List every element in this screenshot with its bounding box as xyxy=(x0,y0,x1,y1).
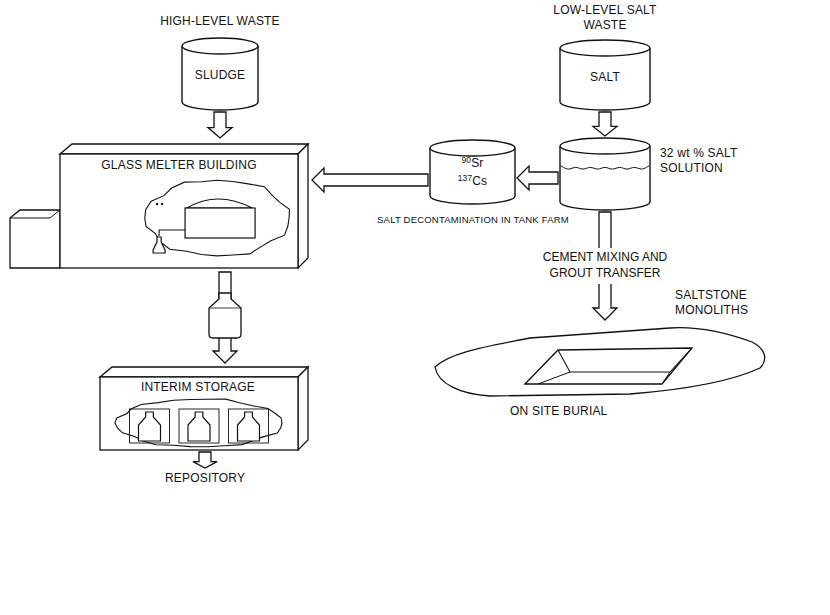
melter-dome xyxy=(187,199,252,208)
vault-wall xyxy=(558,348,692,372)
burial-site: SALTSTONE MONOLITHSON SITE BURIAL xyxy=(430,322,770,398)
glass-canister xyxy=(188,412,210,441)
burial-site-outline xyxy=(430,322,770,398)
building-front xyxy=(100,377,298,450)
flow-arrow xyxy=(193,452,217,468)
storage-cell xyxy=(179,409,219,443)
mass-number: 137 xyxy=(458,173,473,183)
node-heading: 32 wt % SALT SOLUTION xyxy=(660,146,772,176)
building-roof xyxy=(60,144,308,154)
repository-label: REPOSITORY xyxy=(150,470,260,488)
tank-body xyxy=(560,48,650,110)
node-text: ON SITE BURIAL xyxy=(510,404,660,419)
solution-tank-outline xyxy=(560,138,650,210)
node-heading: LOW-LEVEL SALT WASTE xyxy=(540,3,670,33)
mark xyxy=(161,203,163,205)
building-roof xyxy=(100,367,308,377)
building-annex xyxy=(10,210,60,268)
mark xyxy=(156,203,158,205)
building-side xyxy=(298,144,308,268)
node-text: SLUDGE xyxy=(182,68,258,83)
storage-building-outline xyxy=(100,365,310,450)
melter-building: GLASS MELTER BUILDING xyxy=(10,140,310,270)
glass-canister xyxy=(139,412,161,441)
decon-tank: 90Sr137CsSALT DECONTAMINATION IN TANK FA… xyxy=(430,140,515,204)
node-text: SALT xyxy=(560,70,650,85)
building-side xyxy=(298,367,308,450)
flow-arrow xyxy=(593,112,617,136)
tank-top xyxy=(560,40,650,56)
vault-edge xyxy=(538,372,570,384)
tank-top xyxy=(430,140,515,156)
storage-building: INTERIM STORAGE xyxy=(100,365,310,450)
storage-cell xyxy=(229,409,269,443)
cutaway-opening xyxy=(115,399,282,447)
vault-rim xyxy=(525,348,692,384)
pour-spout xyxy=(159,230,185,236)
tank-body xyxy=(560,146,650,210)
solution-tank: 32 wt % SALT SOLUTION xyxy=(560,138,650,210)
element-symbol: Cs xyxy=(472,174,487,188)
flow-arrow xyxy=(312,168,428,192)
element-symbol: Sr xyxy=(471,156,483,170)
saltstone-vault xyxy=(525,348,692,384)
storage-cell xyxy=(130,409,170,443)
node-heading: INTERIM STORAGE xyxy=(100,380,296,395)
edge-label: CEMENT MIXING AND GROUT TRANSFER xyxy=(526,248,684,283)
node-heading: REPOSITORY xyxy=(150,471,260,486)
tank-body xyxy=(430,148,515,204)
melter-vessel xyxy=(185,208,255,238)
liquid-level xyxy=(561,166,649,169)
glass-canister xyxy=(209,293,241,338)
tank-top xyxy=(560,138,650,154)
building-front xyxy=(60,154,298,268)
tank-top xyxy=(182,38,258,54)
node-heading: 90Sr xyxy=(430,156,515,171)
node-text: 137Cs xyxy=(430,174,515,189)
node-heading: GLASS MELTER BUILDING xyxy=(60,158,298,173)
node-text: SALT DECONTAMINATION IN TANK FARM xyxy=(368,214,578,226)
node-heading: HIGH-LEVEL WASTE xyxy=(135,14,305,29)
annex-edge xyxy=(10,210,60,218)
glass-canister xyxy=(238,412,260,441)
vault-edge xyxy=(662,372,670,384)
ground-outline xyxy=(435,328,765,396)
decon-tank-outline xyxy=(430,140,515,204)
glass-canister xyxy=(153,237,165,253)
flow-arrow xyxy=(208,112,232,138)
waste-tank: HIGH-LEVEL WASTESLUDGE xyxy=(182,38,258,110)
cutaway-opening xyxy=(145,180,290,256)
flow-arrow xyxy=(517,166,558,190)
canister-shoulder xyxy=(209,308,241,309)
tank-body xyxy=(182,46,258,110)
mass-number: 90 xyxy=(461,155,471,165)
waste-tank: LOW-LEVEL SALT WASTESALT xyxy=(560,40,650,110)
node-heading: SALTSTONE MONOLITHS xyxy=(675,288,770,318)
